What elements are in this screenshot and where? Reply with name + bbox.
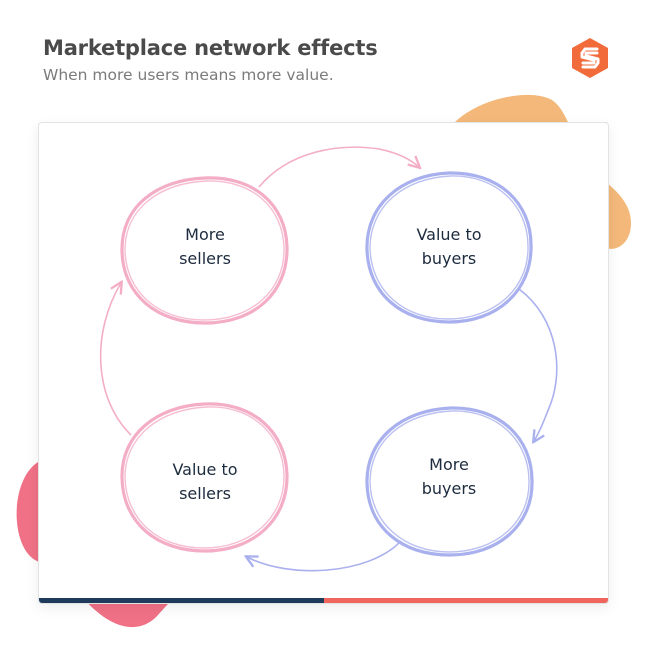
card-footer-bar	[39, 598, 608, 603]
node-label-line: buyers	[421, 479, 477, 498]
node-circle-value-to-buyers	[365, 171, 533, 324]
node-label-line: More	[185, 225, 225, 244]
footer-bar-dark	[39, 598, 324, 603]
page-title: Marketplace network effects	[43, 36, 378, 60]
page-subtitle: When more users means more value.	[43, 66, 334, 84]
edge-value-to-buyers-to-more-buyers	[518, 288, 558, 441]
footer-bar-coral	[323, 598, 608, 603]
node-value-to-buyers: Value to buyers	[379, 223, 519, 271]
node-label-line: More	[429, 455, 469, 474]
node-circle-value-to-sellers	[120, 402, 289, 553]
node-label-line: buyers	[421, 249, 477, 268]
node-more-buyers: More buyers	[379, 453, 519, 501]
network-effects-diagram	[99, 146, 558, 572]
node-label-line: Value to	[172, 460, 238, 479]
node-label-line: sellers	[179, 484, 231, 503]
brand-logo-icon	[572, 38, 608, 78]
node-label-line: sellers	[179, 249, 231, 268]
node-more-sellers: More sellers	[135, 223, 275, 271]
node-circle-more-sellers	[120, 176, 289, 325]
node-value-to-sellers: Value to sellers	[135, 458, 275, 506]
node-label-line: Value to	[416, 225, 482, 244]
edge-more-sellers-to-value-to-buyers	[258, 146, 419, 188]
diagram-card: More sellers Value to buyers More buyers…	[38, 122, 609, 604]
edge-value-to-sellers-to-more-sellers	[99, 283, 132, 436]
edge-more-buyers-to-value-to-sellers	[247, 540, 402, 572]
node-circle-more-buyers	[365, 406, 534, 557]
